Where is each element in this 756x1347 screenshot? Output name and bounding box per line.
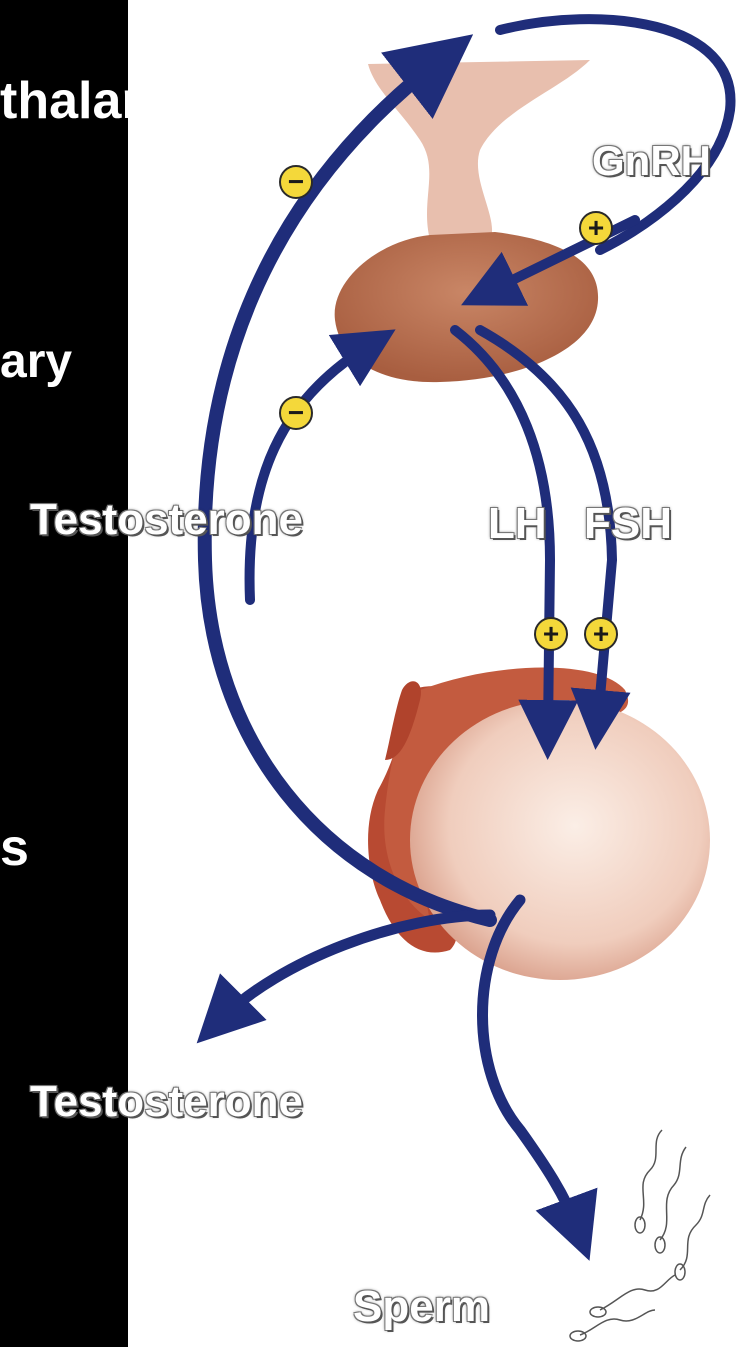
hypothalamus-label: thalamus: [0, 75, 228, 127]
gnrh-label: GnRH: [592, 140, 711, 182]
gnrh-loop-arrow: [500, 19, 731, 250]
sperm-illustration: [570, 1130, 710, 1341]
lh-positive-sign: +: [534, 617, 568, 651]
testosterone-lower-label: Testosterone: [30, 1080, 303, 1124]
testosterone-upper-label: Testosterone: [30, 498, 303, 542]
testis: [410, 700, 710, 980]
testosterone-feedback-pituitary-arrow: [250, 345, 370, 600]
sperm-label: Sperm: [353, 1285, 490, 1329]
fsh-label: FSH: [584, 502, 672, 546]
pituitary-label: ary: [0, 338, 72, 386]
testes-label: s: [0, 822, 29, 874]
hypothalamus-negative-feedback-sign: −: [279, 165, 313, 199]
fsh-positive-sign: +: [584, 617, 618, 651]
gnrh-positive-sign: +: [579, 211, 613, 245]
lh-label: LH: [488, 502, 547, 546]
pituitary-negative-feedback-sign: −: [279, 396, 313, 430]
